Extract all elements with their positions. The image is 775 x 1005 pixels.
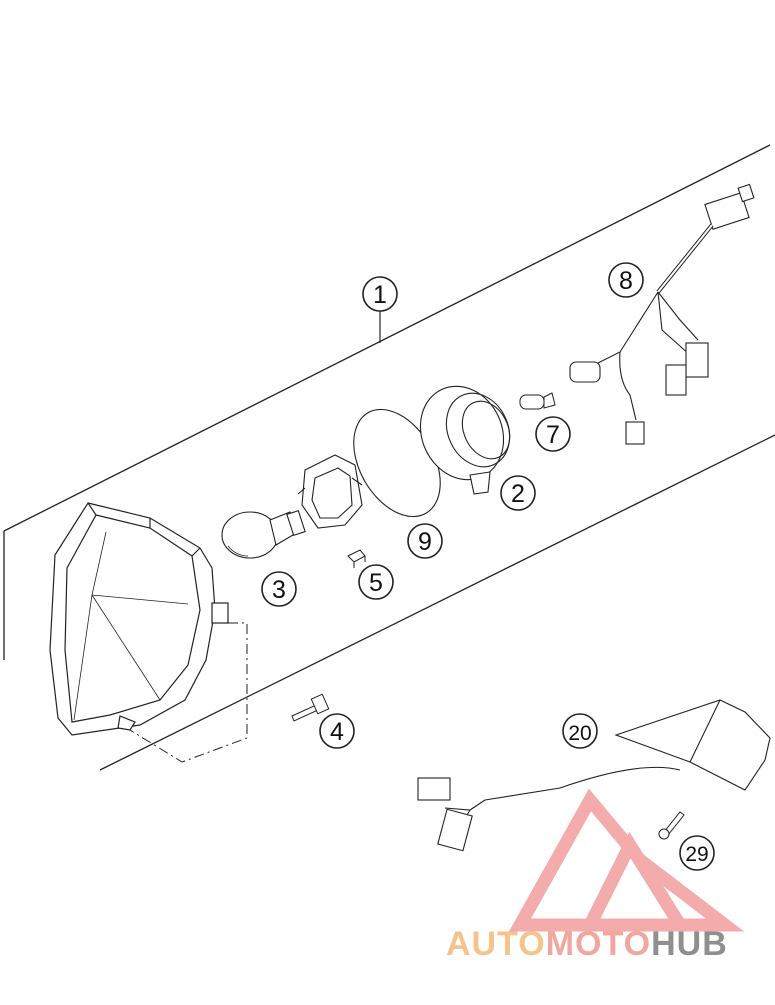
- callout-7-label: 7: [546, 421, 560, 449]
- retaining-clip-part: [347, 549, 366, 568]
- callout-2: 2: [500, 475, 536, 511]
- mounting-bolt-part: [291, 693, 330, 722]
- callout-1-label: 1: [373, 281, 387, 309]
- callout-20-label: 20: [568, 722, 591, 745]
- callout-20: 20: [562, 713, 598, 749]
- watermark-part-hub: HUB: [651, 925, 728, 963]
- wiring-harness-part: [569, 183, 755, 445]
- callout-29: 29: [679, 835, 715, 871]
- callout-2-label: 2: [511, 480, 525, 508]
- callout-5: 5: [358, 564, 394, 600]
- callout-3-label: 3: [272, 576, 286, 604]
- callout-4: 4: [319, 713, 355, 749]
- headlight-mask-part: [49, 502, 229, 736]
- callout-7: 7: [535, 416, 571, 452]
- callout-1: 1: [362, 276, 398, 312]
- watermark-part-auto: AUTO: [446, 925, 546, 963]
- watermark-logo: AUTOMOTOHUB: [446, 925, 728, 963]
- mounting-guide-lines: [129, 622, 248, 763]
- headlight-bulb-part: [221, 509, 306, 559]
- callout-8: 8: [608, 262, 644, 298]
- watermark-part-moto: MOTO: [546, 925, 651, 963]
- watermark-triangle-icon: [508, 788, 745, 932]
- callout-29-label: 29: [685, 843, 708, 866]
- bulb-holder-part: [297, 454, 363, 529]
- callout-8-label: 8: [619, 267, 633, 295]
- callout-3: 3: [261, 571, 297, 607]
- lower-cable-part: [417, 699, 771, 852]
- parking-bulb-part: [519, 392, 556, 410]
- callout-9: 9: [407, 523, 443, 559]
- reflector-socket-part: [419, 385, 511, 495]
- screw-part: [658, 811, 685, 840]
- assembly-frame: [3, 144, 775, 771]
- callout-5-label: 5: [369, 569, 383, 597]
- callout-9-label: 9: [418, 528, 432, 556]
- callout-4-label: 4: [330, 718, 344, 746]
